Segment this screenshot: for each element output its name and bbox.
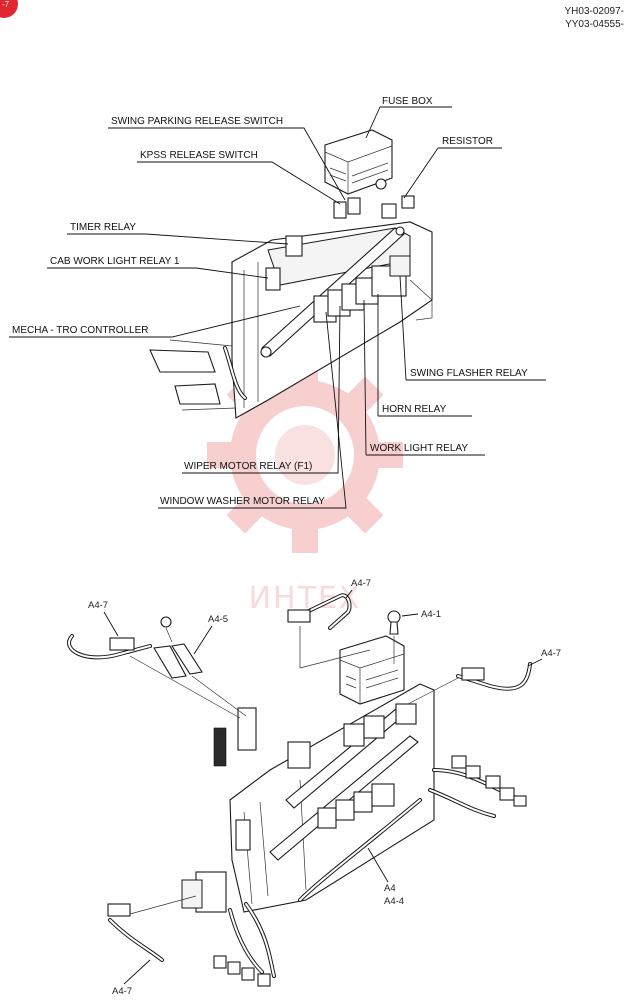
doc-code-2: YY03-04555- (565, 19, 624, 30)
ref-a4: A4 (384, 883, 396, 894)
ref-a4-7-left: A4-7 (88, 600, 108, 611)
ref-a4-5: A4-5 (208, 614, 228, 625)
svg-text:-7: -7 (2, 0, 10, 9)
label-wiper-motor-relay: WIPER MOTOR RELAY (F1) (184, 461, 312, 472)
ref-a4-4: A4-4 (384, 896, 404, 907)
doc-code-1: YH03-02097- (565, 6, 624, 17)
top-assembly-drawing (149, 129, 433, 419)
ref-a4-1: A4-1 (421, 609, 441, 620)
label-swing-parking-release-switch: SWING PARKING RELEASE SWITCH (111, 116, 283, 127)
label-cab-work-light-relay-1: CAB WORK LIGHT RELAY 1 (50, 256, 180, 267)
label-mecha-tro-controller: MECHA - TRO CONTROLLER (12, 325, 149, 336)
label-window-washer-motor-relay: WINDOW WASHER MOTOR RELAY (160, 496, 325, 507)
top-callouts: FUSE BOX SWING PARKING RELEASE SWITCH RE… (9, 96, 546, 509)
label-resistor: RESISTOR (442, 136, 493, 147)
label-work-light-relay: WORK LIGHT RELAY (370, 443, 468, 454)
label-horn-relay: HORN RELAY (382, 404, 447, 415)
label-fuse-box: FUSE BOX (382, 96, 433, 107)
corner-tab: -7 (0, 0, 18, 18)
bottom-exploded-drawing (67, 593, 532, 987)
bottom-callouts: A4-7 A4-1 A4-7 A4-5 A4-7 A4 A4-4 A4-7 (88, 578, 561, 997)
label-kpss-release-switch: KPSS RELEASE SWITCH (140, 150, 258, 161)
label-swing-flasher-relay: SWING FLASHER RELAY (410, 368, 528, 379)
label-timer-relay: TIMER RELAY (70, 222, 136, 233)
ref-a4-7-right: A4-7 (541, 648, 561, 659)
ref-a4-7-top: A4-7 (351, 578, 371, 589)
ref-a4-7-bottom: A4-7 (112, 986, 132, 997)
fuse-box-part (324, 129, 393, 195)
